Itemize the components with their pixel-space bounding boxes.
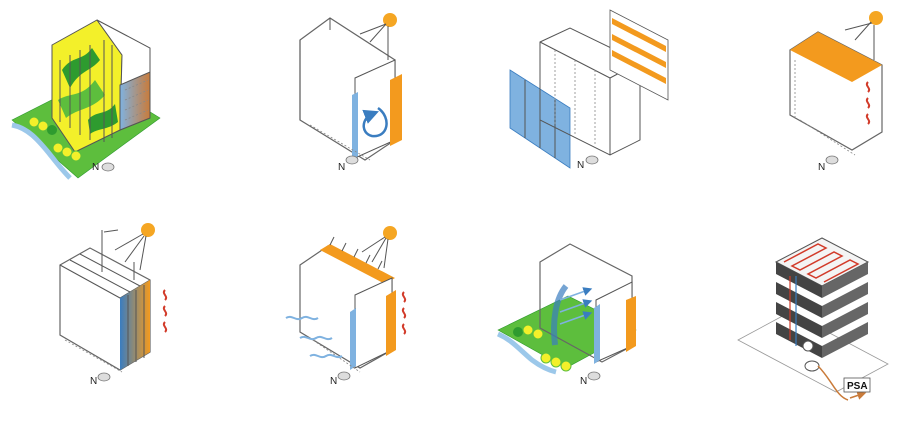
compass-icon	[585, 155, 599, 165]
sun-icon	[141, 223, 155, 237]
north-label: N	[92, 162, 99, 173]
tree-icon	[28, 116, 40, 128]
panel-site: N	[11, 19, 161, 180]
compass-icon	[587, 371, 601, 381]
north-label: N	[818, 162, 825, 173]
north-label: N	[580, 376, 587, 387]
airflow-arrow-icon	[551, 284, 569, 346]
compass-icon	[337, 371, 351, 381]
river-icon	[496, 331, 557, 375]
compass-icon	[345, 155, 359, 165]
panel-radiant-system: PSA	[737, 237, 889, 401]
sun-icon	[869, 11, 883, 25]
compass-icon	[97, 372, 111, 382]
panel-exploded: N	[509, 9, 669, 171]
north-label: N	[330, 376, 337, 387]
river-icon	[11, 122, 72, 180]
panel-solar-heat: N	[789, 11, 883, 173]
panel-shading: N	[59, 223, 168, 387]
tree-icon	[513, 327, 523, 337]
heat-wave-icon	[162, 289, 168, 301]
sun-icon	[383, 13, 397, 27]
airflow-arrow-icon	[362, 106, 388, 138]
pump-icon	[802, 340, 814, 352]
compass-icon	[825, 155, 839, 165]
sun-icon	[383, 226, 397, 240]
north-label: N	[577, 160, 584, 171]
north-label: N	[338, 162, 345, 173]
wind-icon	[285, 315, 319, 321]
heat-wave-icon	[401, 291, 407, 303]
compass-icon	[101, 162, 115, 172]
pipe-icon	[783, 243, 860, 283]
psa-box	[843, 377, 871, 393]
heat-wave-icon	[865, 81, 871, 93]
north-label: N	[90, 376, 97, 387]
panel-sun-airflow: N	[299, 13, 402, 173]
panel-landscape-flow: N	[496, 243, 637, 387]
panel-ventilation: N	[285, 226, 407, 387]
psa-label: PSA	[847, 381, 868, 392]
